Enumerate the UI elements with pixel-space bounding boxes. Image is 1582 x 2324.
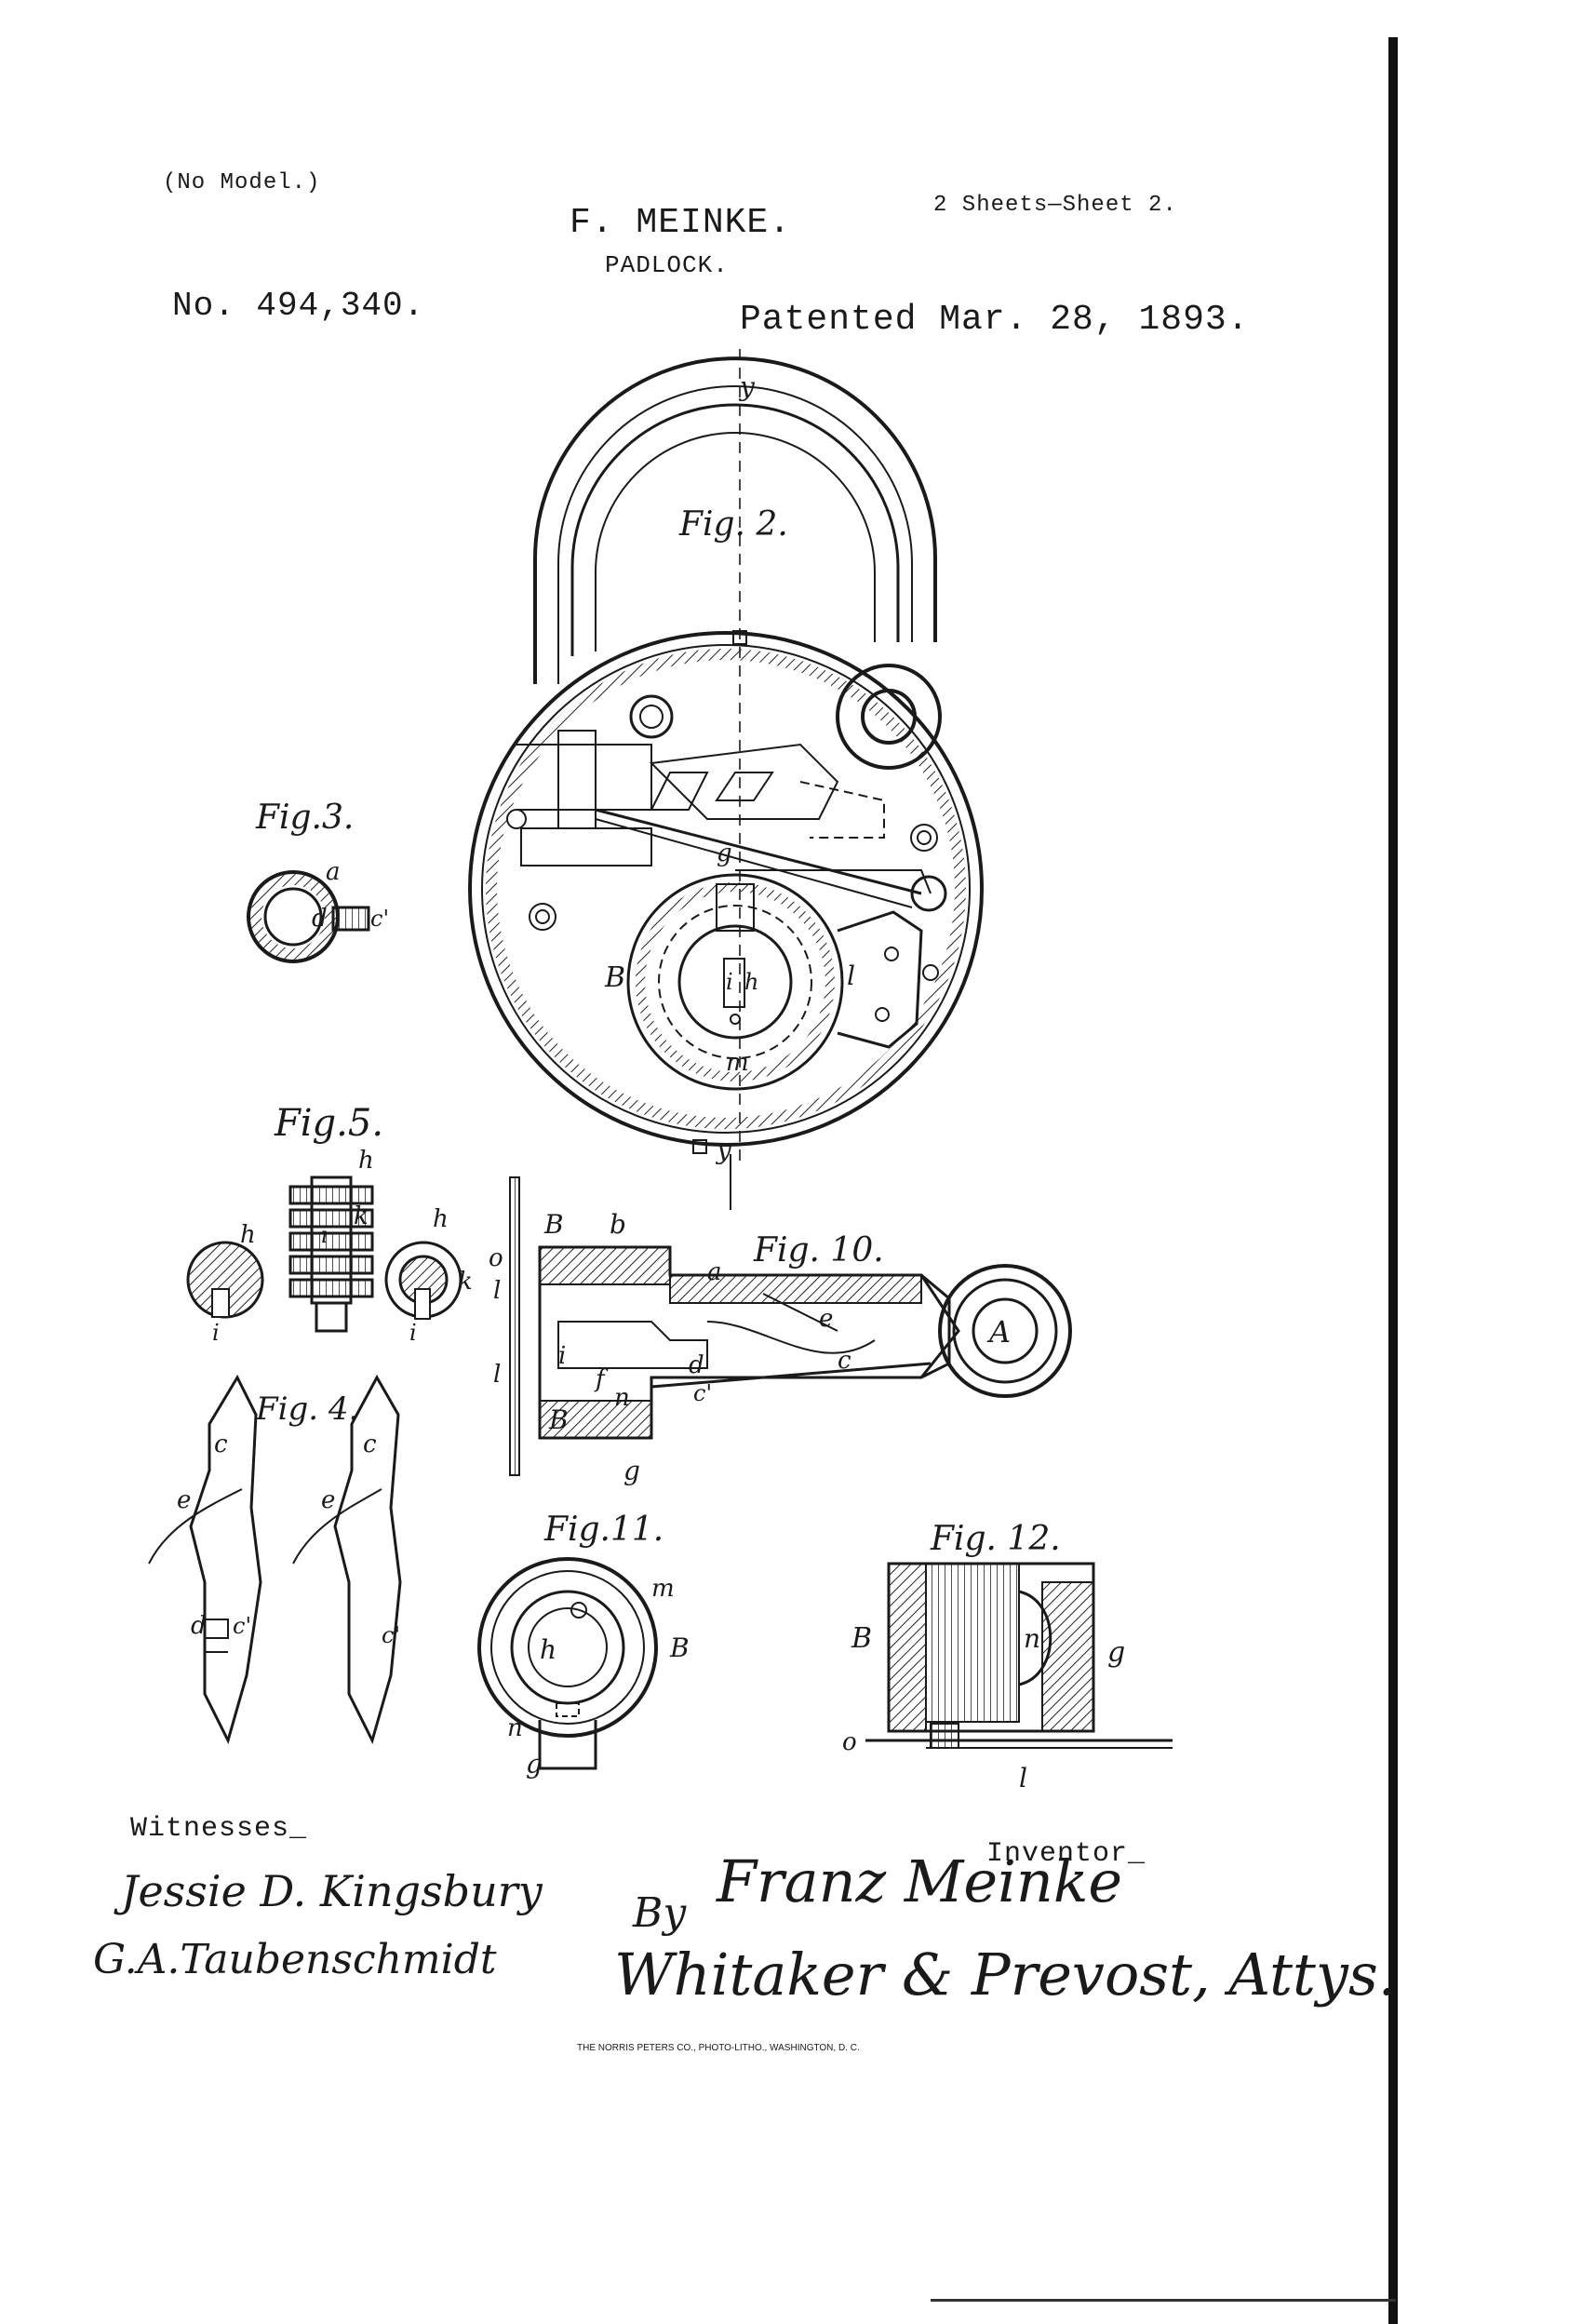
patent-title: PADLOCK.: [605, 251, 729, 279]
witness-signature-1: Jessie D. Kingsbury: [121, 1866, 543, 1916]
letter-d-fig10: d: [689, 1351, 704, 1379]
letter-l-fig10-top: l: [493, 1277, 501, 1305]
letter-m-fig2: m: [726, 1049, 749, 1077]
letter-i-fig5-left: i: [212, 1320, 220, 1346]
fig2-padlock: [468, 349, 984, 1210]
letter-d-fig3: d: [312, 905, 328, 933]
printer-credit: THE NORRIS PETERS CO., PHOTO-LITHO., WAS…: [577, 2043, 860, 2053]
letter-f-fig10: f: [594, 1365, 609, 1393]
letter-n-fig10: n: [614, 1384, 630, 1412]
fig2-caption: Fig. 2.: [678, 505, 788, 544]
patented-date: Patented Mar. 28, 1893.: [740, 300, 1250, 340]
fig12-section: [865, 1562, 1173, 1749]
fig12-caption: Fig. 12.: [930, 1520, 1061, 1558]
fig3-ring: [247, 870, 370, 963]
letter-g-fig11: g: [526, 1749, 543, 1780]
letter-k-fig5-center: k: [354, 1202, 369, 1230]
letter-h-fig2: h: [744, 969, 758, 995]
letter-e-fig4-left: e: [177, 1486, 191, 1514]
letter-c1-fig10: c': [693, 1380, 712, 1406]
letter-c-fig4-right: c: [363, 1431, 377, 1458]
fig5-caption: Fig.5.: [274, 1102, 383, 1145]
letter-y-bottom: y: [715, 1135, 732, 1165]
letter-i-fig5-right: i: [409, 1320, 417, 1346]
fig4-plates: [148, 1374, 402, 1745]
letter-B-fig10-bottom: B: [548, 1404, 569, 1435]
letter-m-fig11: m: [651, 1575, 675, 1603]
fig3-caption: Fig.3.: [255, 799, 354, 837]
fig10-section: [509, 1176, 1072, 1476]
scan-border-right: [1388, 37, 1398, 2324]
letter-B-fig12: B: [851, 1622, 872, 1655]
letter-h-fig5-left: h: [240, 1221, 256, 1249]
patent-drawings: Fig. 2. Fig.3. Fig.5. Fig. 4. Fig. 10. F…: [148, 349, 1173, 1793]
letter-c1-fig3: c': [370, 906, 389, 932]
letter-l-fig10-bottom: l: [493, 1361, 501, 1389]
letter-a-fig10: a: [707, 1258, 722, 1286]
inventor-by: By: [633, 1889, 687, 1937]
letter-h-fig5-right: h: [433, 1205, 449, 1233]
letter-y-top: y: [738, 371, 756, 402]
fig10-caption: Fig. 10.: [753, 1231, 884, 1269]
letter-l-fig2: l: [847, 960, 855, 991]
letter-e-fig4-right: e: [321, 1486, 335, 1514]
letter-h-fig5-top: h: [358, 1147, 374, 1175]
no-model-label: (No Model.): [163, 170, 321, 195]
letter-B-fig11: B: [669, 1632, 690, 1663]
fig4-caption: Fig. 4.: [255, 1390, 358, 1428]
inventor-name: F. MEINKE.: [570, 203, 792, 243]
letter-g-fig2: g: [717, 840, 732, 867]
inventor-label: Inventor_: [986, 1838, 1146, 1870]
letter-e-fig10: e: [819, 1305, 833, 1333]
inventor-signature: Franz Meinke: [717, 1847, 1123, 1915]
letter-a-fig3: a: [326, 858, 341, 886]
letter-c1-fig4-left: c': [233, 1613, 251, 1639]
letter-n-fig11: n: [507, 1714, 523, 1742]
scan-border-bottom: [931, 2299, 1396, 2302]
letter-o-fig12: o: [842, 1728, 857, 1756]
letter-k-fig5-right: k: [458, 1268, 473, 1296]
letter-B-fig2: B: [604, 961, 625, 994]
letter-l-fig12: l: [1019, 1763, 1027, 1793]
attorneys-signature: Whitaker & Prevost, Attys.: [614, 1941, 1397, 2008]
witnesses-label: Witnesses_: [130, 1813, 308, 1845]
letter-c1-fig4-right: c': [382, 1622, 400, 1648]
letter-g-fig12: g: [1107, 1636, 1125, 1669]
sheets-label: 2 Sheets—Sheet 2.: [933, 193, 1177, 218]
letter-i-fig2: i: [726, 969, 733, 995]
letter-b-fig10: b: [610, 1209, 626, 1240]
witness-signature-2: G.A.Taubenschmidt: [93, 1936, 497, 1983]
letter-g-fig10: g: [623, 1456, 640, 1486]
letter-A-fig10: A: [986, 1314, 1011, 1350]
letter-h-fig11: h: [540, 1634, 556, 1665]
letter-i-fig5-center: i: [321, 1222, 328, 1248]
letter-o-fig10: o: [489, 1244, 503, 1272]
letter-i-fig10: i: [558, 1342, 566, 1370]
letter-c-fig4-left: c: [214, 1431, 228, 1458]
letter-n-fig12: n: [1024, 1623, 1040, 1654]
letter-B-fig10-top: B: [543, 1209, 564, 1240]
fig5-parts: [186, 1175, 463, 1333]
letter-d-fig4-left: d: [191, 1612, 207, 1640]
patent-number: No. 494,340.: [172, 287, 425, 325]
fig11-caption: Fig.11.: [543, 1511, 664, 1549]
letter-c-fig10: c: [838, 1347, 851, 1375]
fig11-cylinder: [477, 1557, 658, 1770]
